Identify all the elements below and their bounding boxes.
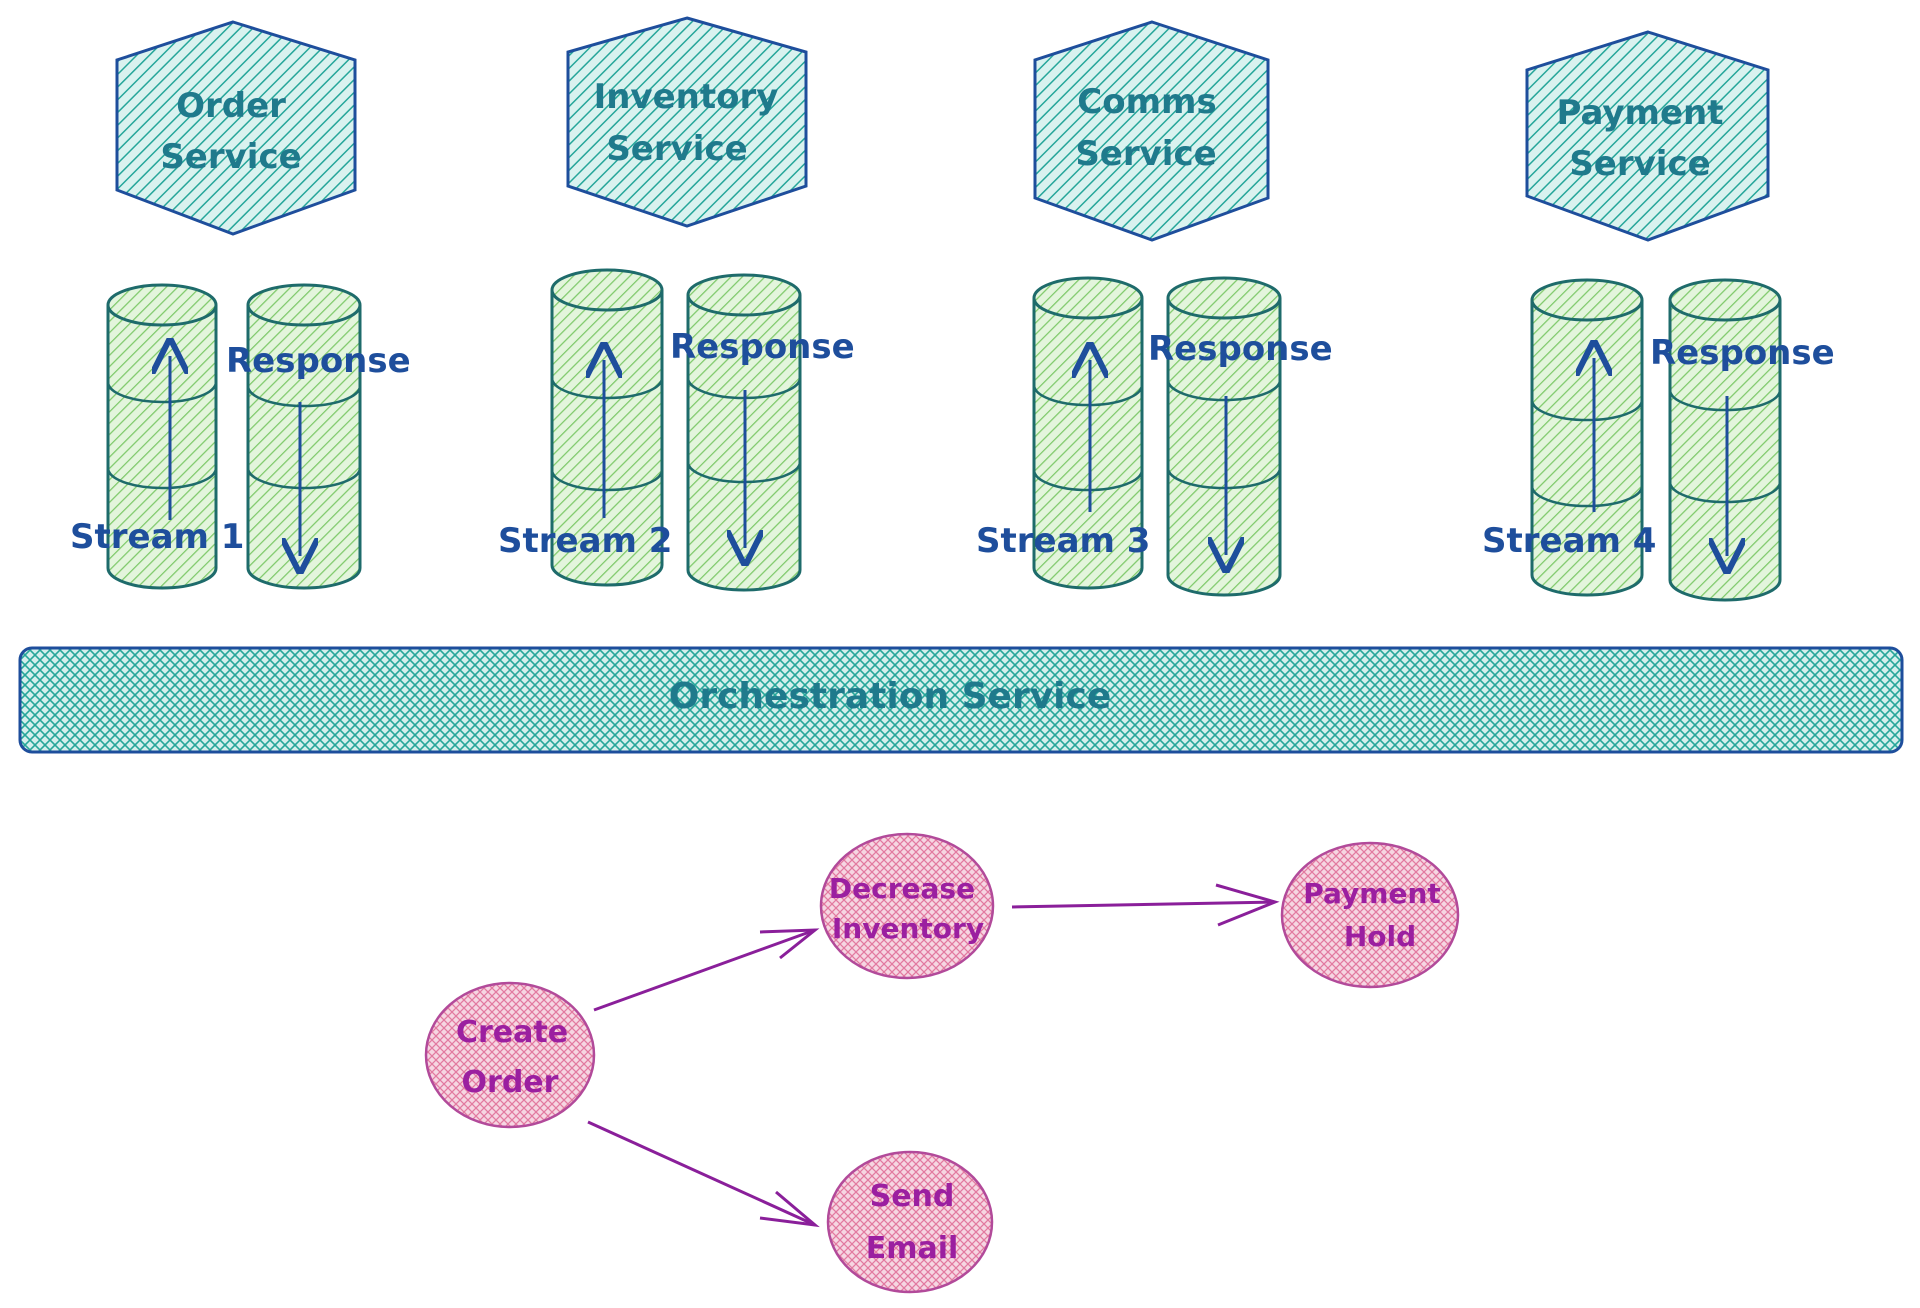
- response-3-label: Response: [1148, 329, 1333, 369]
- stream-3-cylinder: [1032, 276, 1144, 590]
- workflow: Create Order Decrease Inventory Payment …: [424, 832, 1460, 1294]
- service-inventory: Inventory Service: [566, 16, 808, 228]
- service-comms-label-line1: Comms: [1077, 82, 1216, 122]
- stream-2-cylinder: [550, 268, 664, 587]
- edge-decrease-to-payment: [1011, 883, 1280, 927]
- stream-group-2: Stream 2 Response: [498, 268, 855, 592]
- stream-3-label: Stream 3: [976, 521, 1150, 561]
- response-4-cylinder: [1668, 278, 1782, 602]
- response-3-cylinder: [1166, 276, 1282, 597]
- service-comms-label-line2: Service: [1075, 134, 1216, 174]
- service-payment-label-line2: Service: [1569, 144, 1710, 184]
- orchestration-service: Orchestration Service: [18, 646, 1904, 754]
- service-inventory-hexagon: [566, 16, 808, 228]
- stream-group-3: Stream 3 Response: [976, 276, 1333, 597]
- node-decrease-inventory: Decrease Inventory: [819, 832, 995, 980]
- node-send-email-line1: Send: [870, 1179, 955, 1214]
- stream-group-1: Stream 1 Response: [70, 283, 411, 590]
- node-create-order-line1: Create: [456, 1015, 568, 1050]
- response-2-label: Response: [670, 327, 855, 367]
- stream-1-cylinder: [106, 283, 218, 590]
- response-4-label: Response: [1650, 333, 1835, 373]
- response-1-label: Response: [226, 341, 411, 381]
- stream-4-cylinder: [1530, 278, 1644, 597]
- node-decrease-inventory-line2: Inventory: [832, 912, 984, 945]
- service-payment-hexagon: [1525, 30, 1770, 242]
- service-order-label-line2: Service: [160, 137, 301, 177]
- orchestration-service-bar: [18, 646, 1904, 754]
- node-payment-hold-line1: Payment: [1303, 877, 1441, 910]
- orchestration-service-label: Orchestration Service: [669, 676, 1112, 717]
- service-comms-hexagon: [1033, 20, 1270, 242]
- service-order-hexagon: [115, 20, 357, 236]
- node-send-email-line2: Email: [866, 1231, 959, 1266]
- response-1-cylinder: [246, 283, 362, 590]
- service-inventory-label-line1: Inventory: [594, 77, 779, 117]
- node-create-order-line2: Order: [462, 1065, 559, 1100]
- response-2-cylinder: [686, 273, 802, 592]
- stream-group-4: Stream 4 Response: [1482, 278, 1835, 602]
- edge-create-to-email: [587, 1120, 820, 1228]
- node-payment-hold: Payment Hold: [1280, 841, 1460, 989]
- stream-2-label: Stream 2: [498, 521, 672, 561]
- node-send-email: Send Email: [826, 1150, 994, 1294]
- node-decrease-inventory-line1: Decrease: [829, 872, 975, 905]
- node-create-order: Create Order: [424, 981, 596, 1129]
- service-inventory-label-line2: Service: [606, 129, 747, 169]
- service-payment: Payment Service: [1525, 30, 1770, 242]
- edge-create-to-decrease: [593, 928, 820, 1012]
- service-payment-label-line1: Payment: [1556, 93, 1723, 133]
- service-comms: Comms Service: [1033, 20, 1270, 242]
- stream-1-label: Stream 1: [70, 517, 244, 557]
- service-order: Order Service: [115, 20, 357, 236]
- service-order-label-line1: Order: [176, 86, 286, 126]
- node-payment-hold-line2: Hold: [1344, 920, 1416, 953]
- stream-4-label: Stream 4: [1482, 521, 1656, 561]
